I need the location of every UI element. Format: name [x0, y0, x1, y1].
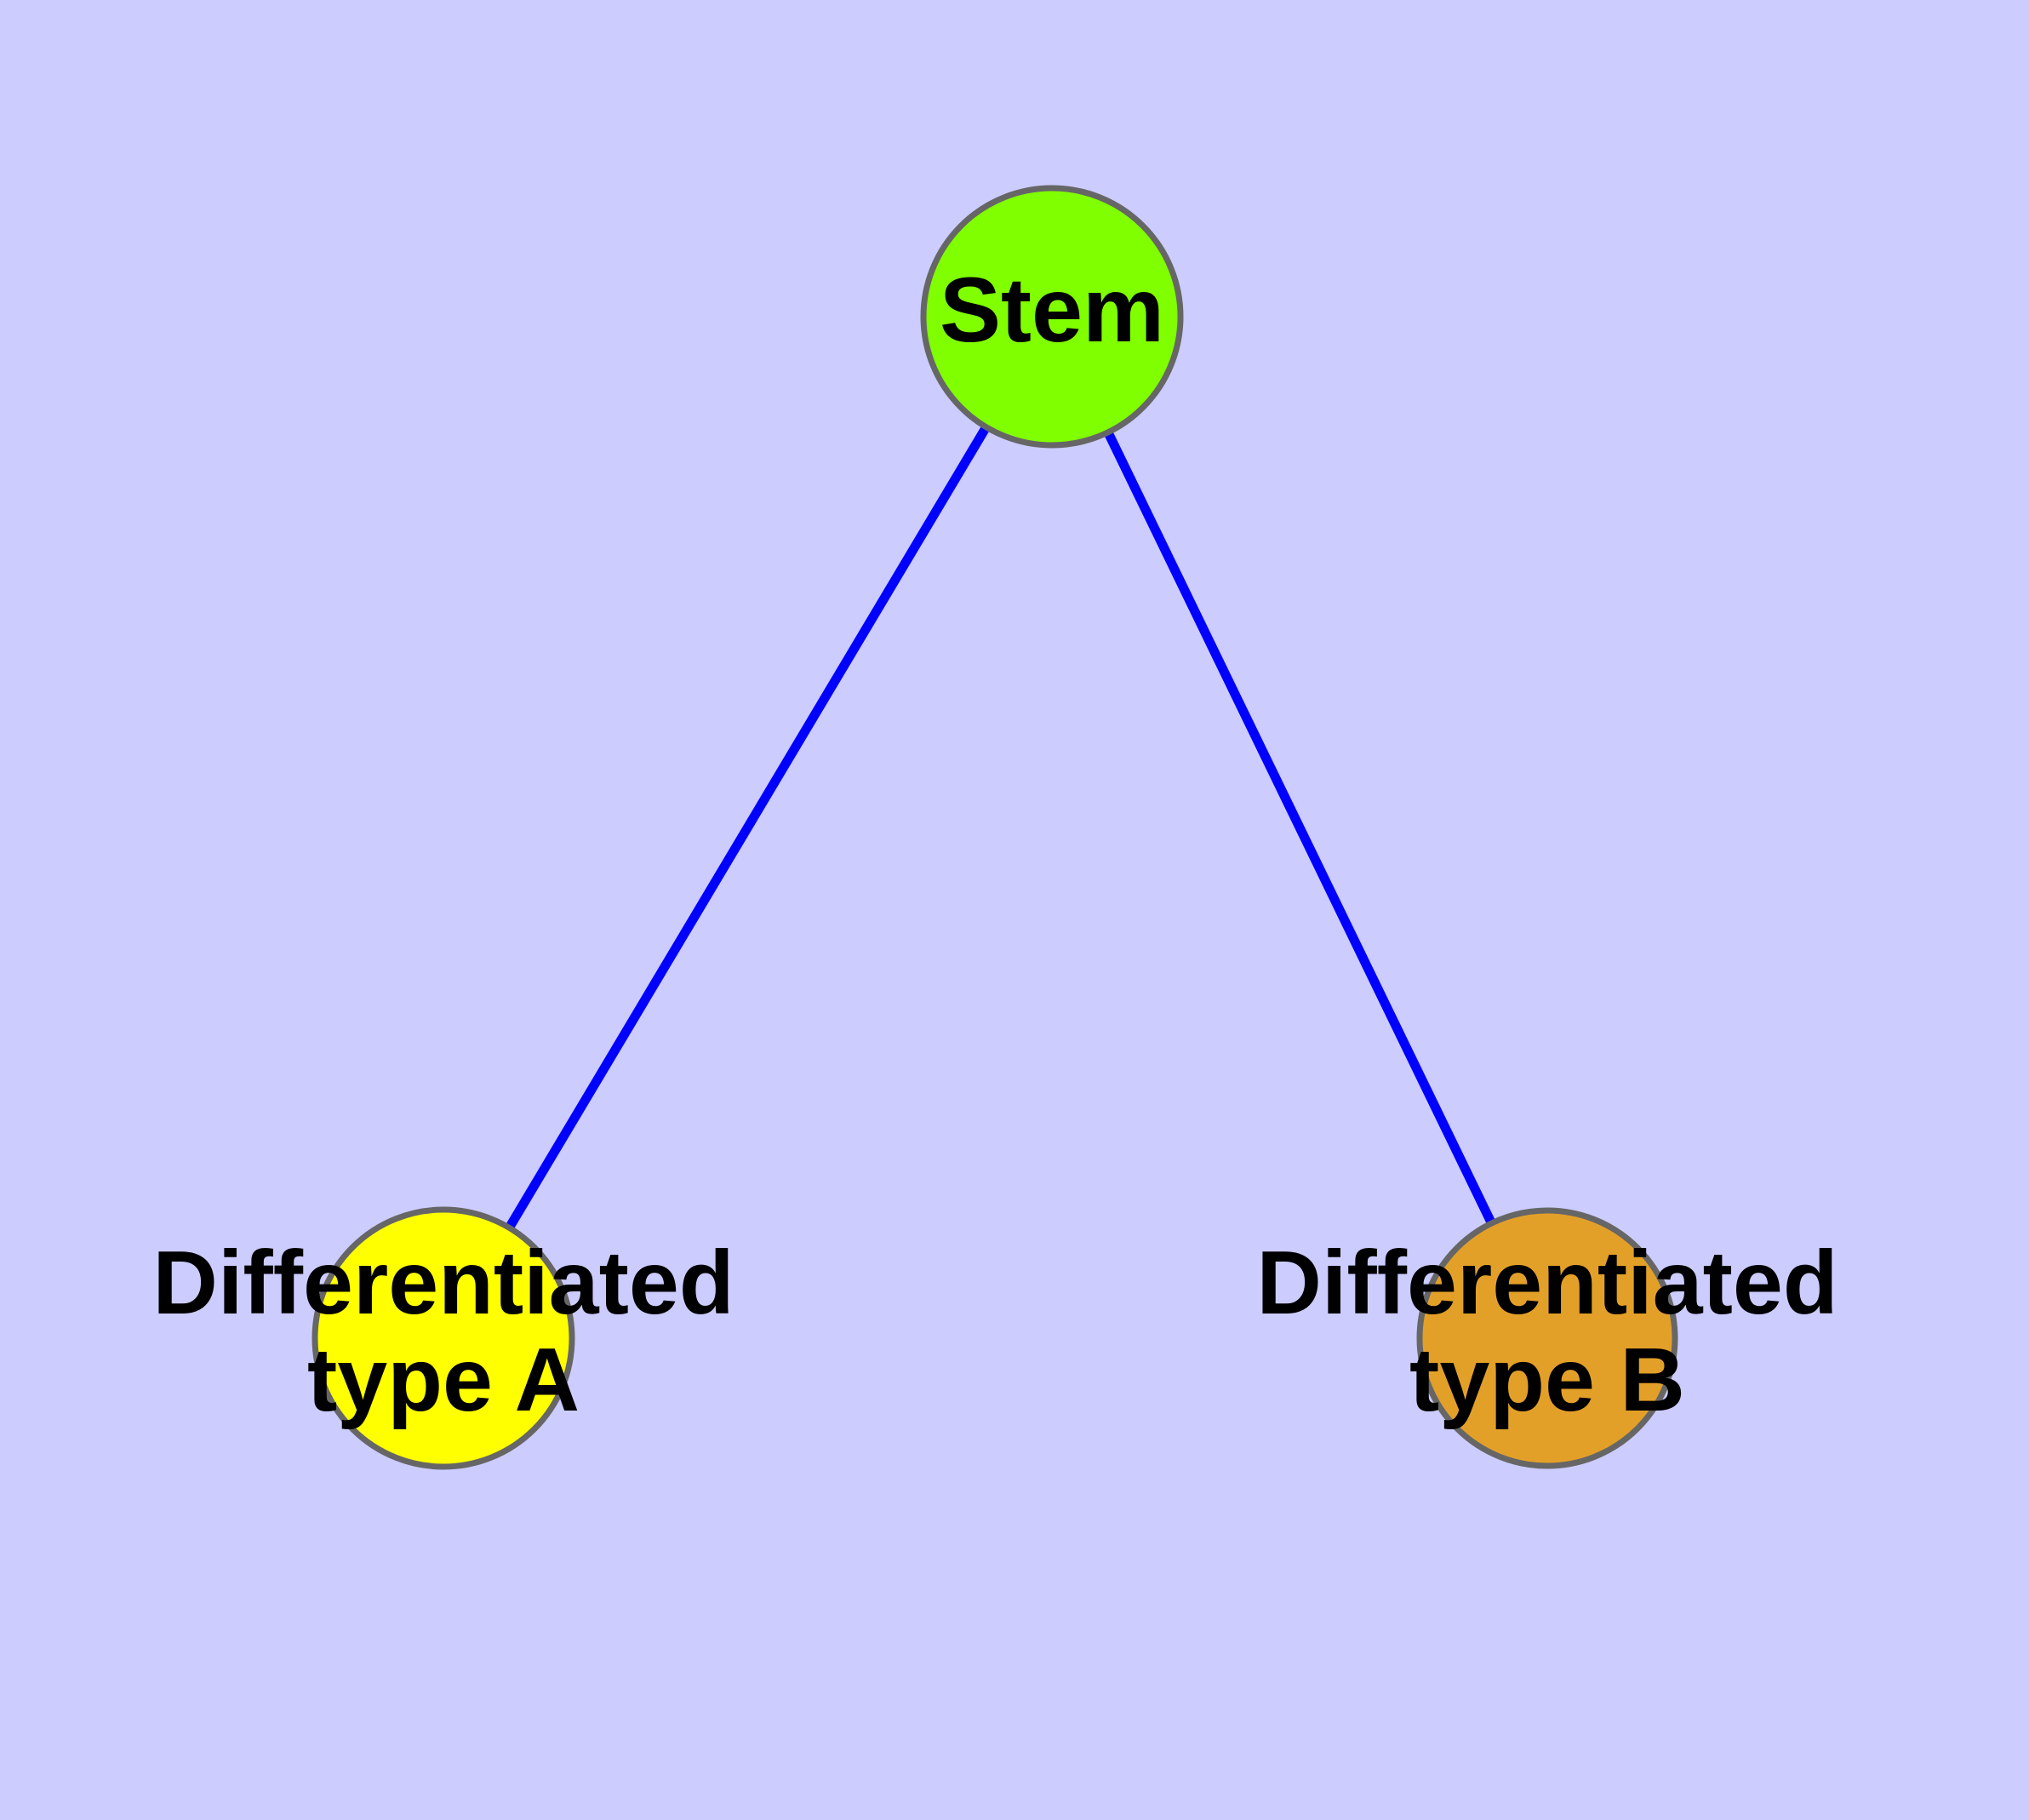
- node-layer: [311, 185, 1678, 1470]
- node-differentiated-type-a[interactable]: [311, 1206, 575, 1470]
- edge-layer: [506, 426, 1495, 1229]
- node-differentiated-type-b-circle[interactable]: [1416, 1207, 1678, 1469]
- node-stem-label: Stem: [940, 258, 1164, 361]
- edge-stem-to-differentiated-type-a[interactable]: [506, 426, 990, 1229]
- node-stem-circle[interactable]: [920, 185, 1184, 449]
- node-differentiated-type-a-circle[interactable]: [311, 1206, 575, 1470]
- node-differentiated-type-b[interactable]: [1416, 1207, 1678, 1469]
- edge-stem-to-differentiated-type-b[interactable]: [1104, 432, 1495, 1224]
- node-stem[interactable]: [920, 185, 1184, 449]
